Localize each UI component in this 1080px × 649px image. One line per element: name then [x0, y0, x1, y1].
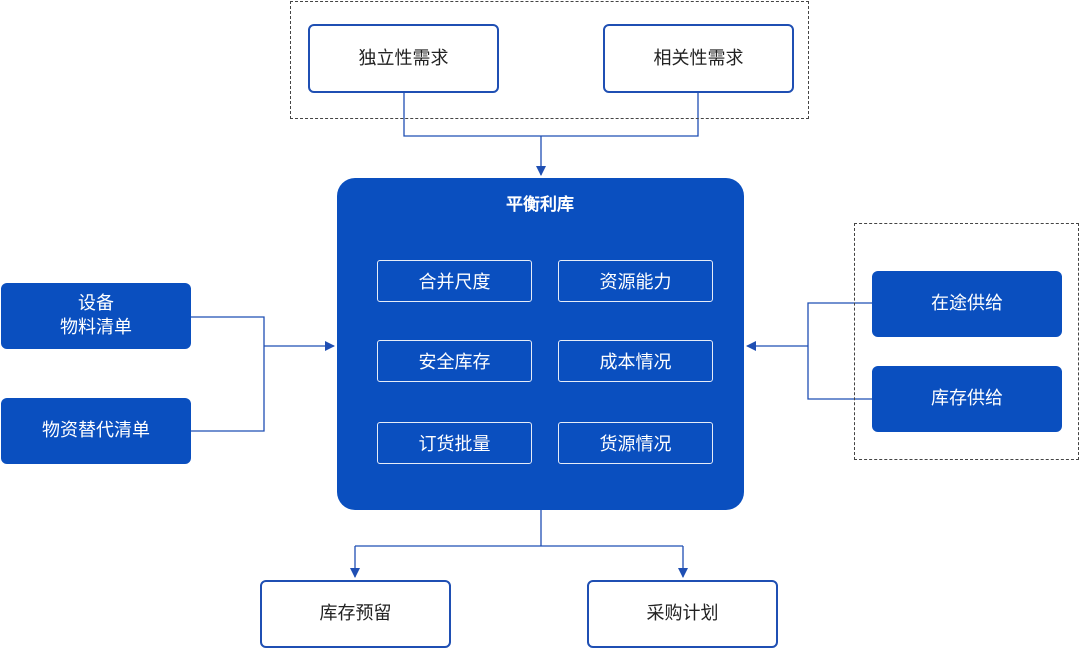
independent-demand-label: 独立性需求 — [358, 47, 449, 69]
purchase-plan-label: 采购计划 — [646, 603, 719, 624]
right-supply-connector — [807, 302, 872, 400]
demand-group — [290, 1, 809, 119]
in-transit-supply-box: 在途供给 — [872, 271, 1062, 337]
dependent-demand-box: 相关性需求 — [603, 24, 794, 93]
balance-inventory-title: 平衡利库 — [506, 195, 574, 215]
stock-supply-label: 库存供给 — [931, 388, 1003, 409]
bom-box: 设备 物料清单 — [1, 283, 191, 349]
substitute-list-label: 物资替代清单 — [42, 420, 150, 441]
factor-safety-stock: 安全库存 — [377, 340, 532, 382]
factor-cost: 成本情况 — [558, 340, 713, 382]
left-input-connector — [191, 316, 265, 432]
factor-order-quantity: 订货批量 — [377, 422, 532, 464]
factor-resource-capacity: 资源能力 — [558, 260, 713, 302]
purchase-plan-box: 采购计划 — [587, 580, 778, 648]
independent-demand-box: 独立性需求 — [308, 24, 499, 93]
factor-merge-scale: 合并尺度 — [377, 260, 532, 302]
inventory-reserve-box: 库存预留 — [260, 580, 451, 648]
demand-connector — [403, 93, 699, 137]
balance-inventory-block — [337, 178, 744, 510]
stock-supply-box: 库存供给 — [872, 366, 1062, 432]
substitute-list-box: 物资替代清单 — [1, 398, 191, 464]
dependent-demand-label: 相关性需求 — [653, 47, 744, 69]
in-transit-supply-label: 在途供给 — [931, 293, 1003, 314]
inventory-reserve-label: 库存预留 — [319, 603, 392, 624]
bom-label-line1: 设备 — [78, 293, 114, 314]
factor-supply-source: 货源情况 — [558, 422, 713, 464]
supply-group — [854, 223, 1079, 460]
bom-label-line2: 物料清单 — [60, 317, 132, 338]
